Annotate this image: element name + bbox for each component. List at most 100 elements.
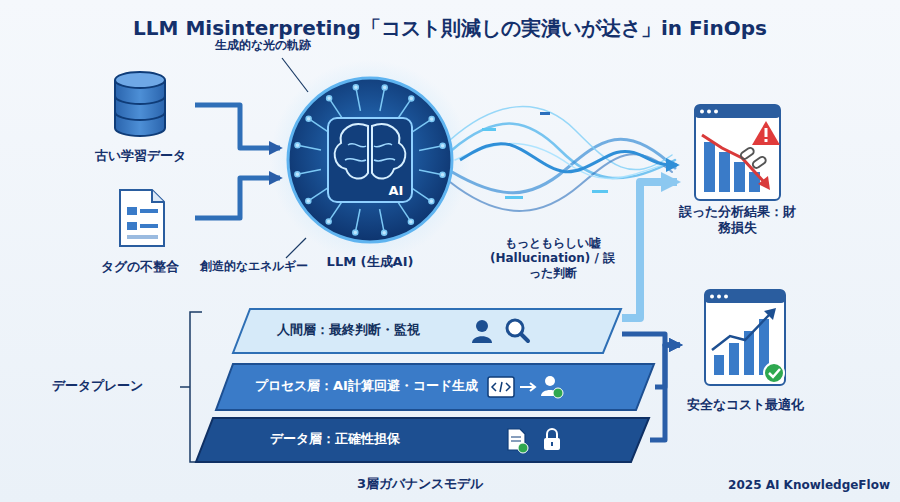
circuit-node — [440, 143, 445, 148]
document-icon — [120, 190, 164, 246]
person-icon — [472, 320, 492, 343]
ai-core — [328, 118, 412, 202]
growth-chart-window — [729, 343, 739, 375]
circuit-trace — [329, 98, 342, 118]
annotation: もっともらしい嘘 (Hallucination) / 誤った判断 — [485, 236, 620, 281]
growth-chart-window — [705, 290, 785, 385]
node-label: タグの不整合 — [85, 259, 195, 275]
circuit-trace — [411, 188, 431, 201]
annotation: 生成的な光の軌跡 — [215, 38, 355, 53]
band-shape — [195, 417, 650, 463]
text-slot: AI — [382, 183, 410, 199]
loss-chart-window — [695, 105, 780, 200]
circuit-node — [295, 172, 300, 177]
annotation: 3層ガバナンスモデル — [320, 476, 520, 492]
ai-node: AILLM (生成AI) — [280, 72, 460, 277]
code-icon — [545, 376, 555, 386]
light-stream — [455, 144, 672, 179]
layer-band: 人間層：最終判断・監視 — [232, 308, 622, 354]
data-icons — [508, 429, 560, 453]
node-label: 誤った分析結果：財務損失 — [677, 204, 797, 237]
document-icon — [140, 224, 158, 228]
icon-node: 古い学習データ — [85, 65, 195, 170]
magnifier-icon — [521, 334, 528, 341]
layer-label: プロセス層：AI計算回避・コード生成 — [255, 378, 515, 394]
person-icon — [476, 320, 488, 332]
leader-line — [282, 58, 308, 92]
label-slot: 創造的なエネルギー — [200, 259, 350, 274]
circuit-node — [429, 117, 434, 122]
text-slot: タグの不整合 — [85, 259, 195, 275]
circuit-trace — [329, 201, 342, 221]
loss-chart-window — [752, 121, 780, 145]
loss-chart-window — [765, 139, 768, 142]
circuit-trace — [398, 99, 411, 119]
label-slot: 3層ガバナンスモデル — [320, 476, 520, 492]
flow-arrow — [622, 182, 677, 318]
data-icons — [547, 429, 557, 438]
circuit-trace — [398, 202, 411, 222]
code-icon — [520, 383, 535, 391]
label-slot: もっともらしい嘘 (Hallucination) / 誤った判断 — [485, 236, 620, 281]
code-icon — [492, 382, 510, 392]
growth-chart-window — [705, 290, 785, 303]
light-stream — [505, 196, 523, 199]
magnifier-icon — [507, 320, 523, 336]
band-shape — [216, 364, 654, 410]
code-icon — [541, 390, 559, 396]
light-stream — [540, 112, 550, 115]
circuit-node — [353, 230, 358, 235]
ai-core — [335, 124, 368, 178]
growth-chart-window — [712, 314, 770, 350]
loss-chart-window — [707, 110, 711, 114]
data-icons — [508, 429, 525, 450]
bracket — [190, 312, 202, 462]
data-icons — [544, 438, 560, 450]
data-icons — [511, 437, 521, 441]
database-icon — [115, 72, 165, 88]
layer-label: データ層：正確性担保 — [270, 431, 470, 447]
circuit-node — [408, 219, 413, 224]
document-icon — [120, 190, 164, 246]
document-icon — [152, 190, 164, 202]
circuit-trace — [297, 170, 321, 175]
band-shape — [233, 309, 621, 353]
bracket — [180, 312, 202, 462]
leader-line — [282, 58, 308, 258]
circuit-node — [306, 116, 311, 121]
ai-core — [295, 85, 445, 235]
loss-chart-window — [700, 110, 704, 114]
text-slot: プロセス層：AI計算回避・コード生成 — [255, 378, 515, 394]
icon-node: 誤った分析結果：財務損失 — [677, 100, 798, 245]
loss-chart-window — [714, 110, 718, 114]
flow-arrow — [460, 144, 677, 172]
node-label: 古い学習データ — [85, 148, 195, 164]
light-stream — [450, 107, 672, 170]
flow-arrow — [650, 345, 680, 440]
person-icon — [472, 336, 492, 343]
loss-chart-window — [734, 162, 745, 192]
annotation: データプレーン — [52, 378, 172, 394]
circuit-node — [295, 143, 300, 148]
circuit-node — [327, 96, 332, 101]
label-slot: 生成的な光の軌跡 — [215, 38, 355, 53]
circuit-node — [382, 85, 387, 90]
flow-arrow — [195, 105, 280, 148]
text-slot: 安全なコスト最適化 — [680, 397, 810, 413]
bracket — [180, 386, 190, 388]
layer-band: プロセス層：AI計算回避・コード生成 — [215, 363, 655, 411]
circuit-node — [306, 198, 311, 203]
growth-chart-window — [769, 369, 780, 377]
growth-chart-window — [705, 290, 785, 385]
circuit-node — [382, 230, 387, 235]
magnifier-icon — [507, 320, 528, 341]
circuit-trace — [297, 145, 321, 150]
circuit-trace — [309, 119, 329, 132]
annotation: 2025 AI KnowledgeFlow — [690, 478, 890, 493]
annotation: 創造的なエネルギー — [200, 259, 350, 274]
loss-chart-window — [765, 128, 768, 137]
label-slot: データプレーン — [52, 378, 172, 394]
circuit-node — [440, 172, 445, 177]
growth-chart-window — [764, 308, 776, 320]
node-label: AI — [382, 183, 410, 199]
